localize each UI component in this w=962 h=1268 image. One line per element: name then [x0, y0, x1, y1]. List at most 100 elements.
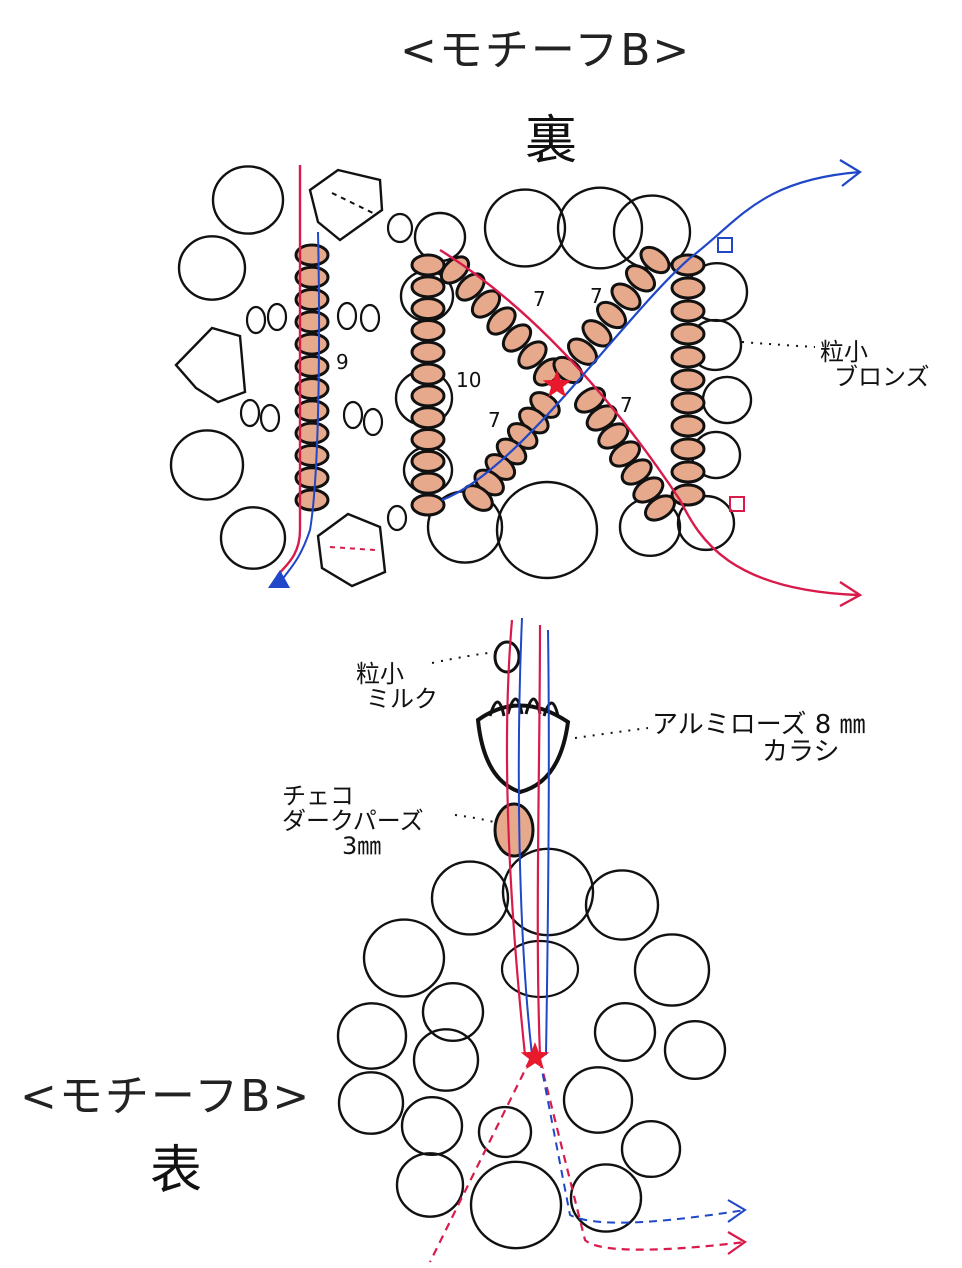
- pearl-bead: [337, 1071, 405, 1135]
- dash-line: [331, 192, 376, 215]
- rose-bead-label-line1: アルミローズ 8 ㎜: [652, 710, 866, 740]
- red-thread-dashed: [429, 1059, 746, 1263]
- seed-bead-col-b: [410, 318, 446, 342]
- small-bead: [239, 398, 261, 428]
- leader-line: [431, 651, 497, 664]
- thread-paths: [277, 159, 863, 1263]
- czech-bead-label-line3: 3㎜: [342, 832, 382, 861]
- pearl-bead: [633, 933, 711, 1007]
- front-star: [520, 1042, 550, 1070]
- seed-bead-col-a: [294, 443, 330, 467]
- rose-bead: [475, 703, 571, 795]
- seed-bead-col-b: [410, 297, 446, 321]
- czech-bead-label-line2: ダークパーズ: [282, 807, 424, 836]
- pearl-bead: [495, 480, 599, 580]
- seed-bead-columns: [294, 243, 706, 522]
- count-diag-lr: 7: [620, 393, 633, 417]
- square-mark: [729, 496, 745, 512]
- milk-bead-label: 粒小 ミルク: [356, 661, 438, 714]
- seed-bead-col-c: [670, 345, 706, 369]
- small-bead: [386, 212, 414, 244]
- rose-bead-label: アルミローズ 8 ㎜ カラシ: [652, 710, 866, 768]
- top-side-label: 裏: [525, 111, 578, 171]
- seed-bead-col-b: [410, 449, 446, 473]
- red-thread: [439, 248, 859, 597]
- blue-thread: [441, 170, 861, 502]
- seed-bead-col-b: [410, 384, 446, 408]
- seed-bead-col-b: [410, 340, 446, 364]
- pearl-bead: [483, 188, 567, 268]
- pearl-bead: [211, 165, 285, 235]
- seed-bead-col-a: [294, 265, 330, 289]
- seed-bead-col-a: [294, 399, 330, 423]
- pearl-bead: [169, 429, 245, 501]
- milk-bead-label-line2: ミルク: [366, 685, 438, 714]
- small-bead: [359, 303, 381, 333]
- seed-bead-col-a: [294, 421, 330, 445]
- czech-bead: [493, 802, 535, 858]
- small-bead: [336, 301, 358, 331]
- arrowhead: [727, 1231, 748, 1255]
- arrowhead: [839, 159, 862, 187]
- rose-bead-label-line2: カラシ: [762, 737, 840, 768]
- small-bead: [342, 400, 364, 430]
- pearl-bead: [663, 1020, 727, 1081]
- seed-bead-col-c: [670, 460, 706, 484]
- seed-bead-col-a: [294, 466, 330, 490]
- small-bead: [386, 504, 408, 532]
- pearl-bead: [412, 1028, 480, 1092]
- blue-thread-dashed: [539, 1059, 746, 1224]
- seed-bead-diag-ur: [639, 245, 671, 275]
- seed-bead-col-c: [670, 276, 706, 300]
- seed-bead-col-c: [670, 437, 706, 461]
- seed-bead-diag-lr: [644, 494, 676, 522]
- czech-bead-label: チェコ ダークパーズ 3㎜: [282, 782, 424, 861]
- pearl-bead: [219, 506, 287, 570]
- seed-bead-diag-ul: [486, 306, 517, 336]
- middle-bead: [500, 939, 580, 999]
- leader-line: [574, 727, 649, 739]
- start-arrow: [268, 570, 290, 588]
- leader-line: [454, 814, 495, 823]
- bottom-title: <モチーフB>: [20, 1071, 312, 1122]
- seed-bead-col-b: [410, 406, 446, 430]
- seed-bead-diag-ur: [596, 300, 627, 330]
- hexagon-bead: [174, 326, 247, 404]
- pearl-bead: [395, 1152, 465, 1218]
- seed-bead-col-a: [294, 377, 330, 401]
- small-bead: [266, 302, 288, 332]
- dash-line: [329, 546, 376, 551]
- czech-bead-label-line1: チェコ: [282, 782, 354, 810]
- red-thread: [277, 164, 302, 576]
- milk-bead: [493, 640, 521, 674]
- bronze-bead-label-line2: ブロンズ: [834, 363, 930, 392]
- count-col-a: 9: [336, 350, 349, 374]
- seed-bead-col-a: [294, 243, 330, 267]
- pearl-bead: [593, 1002, 657, 1063]
- count-diag-ur: 7: [590, 284, 603, 308]
- seed-bead-col-c: [670, 299, 706, 323]
- pearl-bead: [701, 375, 753, 425]
- pearl-bead: [620, 1119, 682, 1179]
- seed-bead-col-b: [410, 253, 446, 277]
- seed-bead-diag-ul: [501, 323, 533, 353]
- seed-bead-col-b: [410, 362, 446, 386]
- seed-bead-diag-ul: [470, 289, 502, 319]
- pearl-bead: [477, 1105, 533, 1159]
- seed-bead-col-a: [294, 354, 330, 378]
- bronze-bead-label: 粒小 ブロンズ: [820, 339, 930, 392]
- seed-bead-col-b: [410, 275, 446, 299]
- seed-bead-col-c: [670, 253, 706, 277]
- rose-petals: [488, 697, 560, 717]
- pearl-bead: [421, 982, 485, 1043]
- leader-line: [741, 341, 816, 348]
- small-bead: [259, 403, 281, 433]
- pearl-bead: [584, 869, 660, 941]
- seed-bead-diag-ul: [517, 340, 548, 370]
- small-bead: [362, 407, 384, 437]
- seed-bead-col-c: [670, 322, 706, 346]
- pearl-bead: [469, 1160, 563, 1250]
- blue-thread: [517, 617, 550, 1056]
- pearl-bead: [413, 211, 467, 263]
- pentagon-bead: [308, 168, 384, 242]
